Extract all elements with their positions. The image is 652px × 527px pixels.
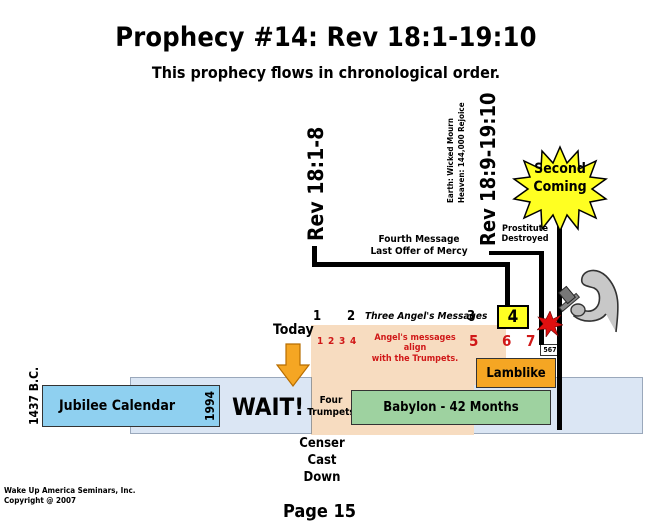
heaven-rejoice-label: Heaven: 144,000 Rejoice <box>457 102 466 203</box>
line-top-horizontal <box>312 262 510 267</box>
four-trumpets-divider <box>311 377 351 434</box>
trumpet-number-2: 2 <box>328 336 335 347</box>
rev-18-9-19-10-label: Rev 18:9-19:10 <box>476 92 500 246</box>
censer-line3: Down <box>303 469 341 485</box>
censer-line2: Cast <box>307 452 337 468</box>
second-coming-label: Second Coming <box>520 161 600 196</box>
angels-align-label: Angel's messages align with the Trumpets… <box>362 333 468 364</box>
rev-18-1-8-label: Rev 18:1-8 <box>304 126 328 241</box>
angel-number-2: 2 <box>347 309 356 324</box>
down-arrow-icon <box>276 343 310 387</box>
trumpet-number-1: 1 <box>317 336 324 347</box>
trumpet-number-4: 4 <box>350 336 357 347</box>
jubilee-label: Jubilee Calendar <box>58 398 176 414</box>
angels-align-line1: Angel's messages align <box>374 333 456 354</box>
second-coming-line2: Coming <box>533 178 587 195</box>
divider-1994 <box>219 385 220 427</box>
prostitute-destroyed-label: Prostitute Destroyed <box>500 224 550 245</box>
fourth-message-line2: Last Offer of Mercy <box>370 245 468 257</box>
box-567: 567 <box>540 344 560 356</box>
year-1994-label: 1994 <box>203 390 217 421</box>
credit-line1: Wake Up America Seminars, Inc. <box>4 486 136 495</box>
credit-line2: Copyright @ 2007 <box>4 496 77 506</box>
prostitute-line1: Prostitute <box>502 224 548 234</box>
prostitute-line2: Destroyed <box>501 234 549 245</box>
lamblike-label: Lamblike <box>486 365 546 381</box>
page-subtitle: This prophecy flows in chronological ord… <box>151 63 501 82</box>
line-rev18-vertical <box>312 246 317 267</box>
credit-label: Wake Up America Seminars, Inc. Copyright… <box>4 486 135 507</box>
trumpet-number-5: 5 <box>469 332 479 350</box>
starburst-icon <box>512 145 608 233</box>
fourth-message-label: Fourth Message Last Offer of Mercy <box>366 234 472 257</box>
trumpet-number-7: 7 <box>526 332 536 350</box>
four-box-label: 4 <box>507 307 519 327</box>
jubilee-calendar-box: Jubilee Calendar <box>42 385 220 427</box>
explosion-icon <box>537 311 563 337</box>
trumpet-number-3: 3 <box>339 336 346 347</box>
lamblike-box: Lamblike <box>476 358 556 388</box>
hammer-arm-icon <box>557 269 619 333</box>
angel-number-1: 1 <box>313 309 322 324</box>
angels-align-line2: with the Trumpets. <box>371 353 459 364</box>
year-1437-label: 1437 B.C. <box>27 366 41 425</box>
four-box: 4 <box>497 305 529 329</box>
angel-number-3: 3 <box>467 309 476 324</box>
today-label: Today <box>273 322 314 338</box>
censer-label: Censer Cast Down <box>299 436 345 487</box>
four-trumpets-label: Four Trumpets <box>307 395 354 418</box>
four-trumpets-line1: Four <box>319 395 343 406</box>
wait-label: WAIT! <box>232 393 305 421</box>
page-title: Prophecy #14: Rev 18:1-19:10 <box>115 22 537 53</box>
babylon-label: Babylon - 42 Months <box>383 400 519 415</box>
babylon-box: Babylon - 42 Months <box>351 390 551 425</box>
line-rev18-9-horizontal <box>489 251 541 255</box>
four-trumpets-line2: Trumpets <box>307 406 355 418</box>
line-to-four <box>505 262 510 306</box>
fourth-message-line1: Fourth Message <box>378 234 460 245</box>
line-second-coming <box>557 200 562 430</box>
page-number: Page 15 <box>283 501 357 522</box>
line-prostitute <box>539 251 544 345</box>
box-567-label: 567 <box>543 346 557 354</box>
three-angels-label: Three Angel's Messages <box>365 311 488 322</box>
second-coming-line1: Second <box>534 161 586 177</box>
earth-wicked-mourn-label: Earth: Wicked Mourn <box>446 118 455 203</box>
trumpet-number-6: 6 <box>502 332 512 350</box>
censer-line1: Censer <box>299 436 345 451</box>
